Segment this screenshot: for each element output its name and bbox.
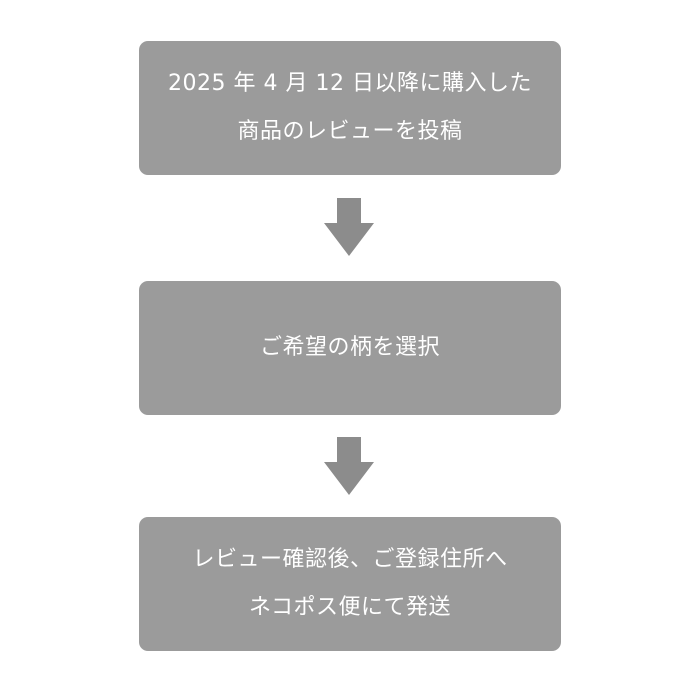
arrow-down-icon xyxy=(324,437,374,495)
flow-step-purchase-review: 2025 年 4 月 12 日以降に購入した 商品のレビューを投稿 xyxy=(139,41,561,175)
arrow-down-icon xyxy=(324,198,374,256)
flow-step-shipping: レビュー確認後、ご登録住所へ ネコポス便にて発送 xyxy=(139,517,561,651)
step-text-line: 2025 年 4 月 12 日以降に購入した xyxy=(168,71,532,96)
step-text-line: レビュー確認後、ご登録住所へ xyxy=(192,547,508,572)
step-text-line: ご希望の柄を選択 xyxy=(259,335,440,360)
step-text-line: ネコポス便にて発送 xyxy=(248,595,452,620)
step-text-line: 商品のレビューを投稿 xyxy=(237,119,463,144)
flow-step-select-pattern: ご希望の柄を選択 xyxy=(139,281,561,415)
